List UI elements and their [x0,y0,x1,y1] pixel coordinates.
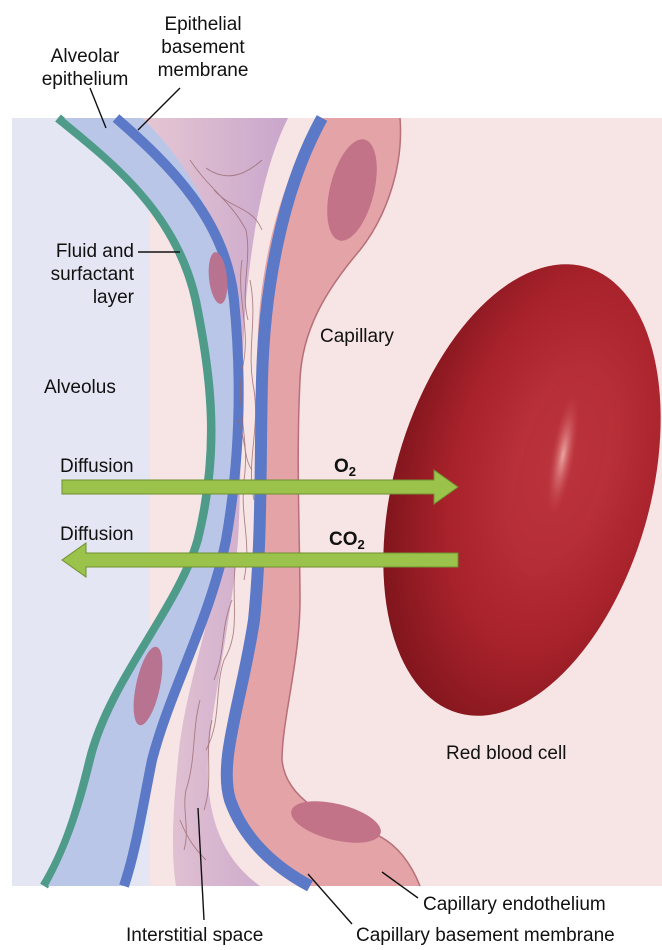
o2-label-sub: 2 [348,464,357,479]
diffusion-in-label: Diffusion [60,456,134,477]
interstitial-space-label: Interstitial space [126,925,264,946]
endothelial-nucleus-upper [327,139,377,241]
alveolar-epithelium-layer [48,118,235,886]
alveolar-epithelium-label: Alveolar epithelium [28,45,142,91]
co2-label-sub: 2 [357,537,365,552]
epithelial-basement-membrane-label-line1: Epithelial [164,14,242,35]
capillary-basement-membrane-label: Capillary basement membrane [356,925,615,946]
epithelial-basement-membrane-label: Epithelial basement membrane [140,13,266,82]
o2-label: O2 [334,455,356,478]
co2-diffusion-arrow [61,542,459,578]
fluid-surfactant-layer [40,114,216,889]
capillary-endothelium-label: Capillary endothelium [423,894,606,915]
interstitial-fibers [179,159,263,861]
epithelial-nucleus-lower [133,646,163,726]
capillary-label: Capillary [320,326,394,347]
red-blood-cell-highlight [547,393,579,517]
diffusion-out-label: Diffusion [60,524,134,545]
alveolar-epithelium-label-line1: Alveolar [50,46,120,67]
epithelial-basement-membrane-label-line3: membrane [157,60,249,81]
epithelial-nucleus-upper [208,252,228,304]
co2-label: CO2 [329,528,365,551]
fluid-surfactant-label-line3: layer [92,287,134,308]
leader-lines [89,87,419,925]
o2-label-base: O [334,456,349,477]
fluid-surfactant-label-line1: Fluid and [55,241,134,262]
red-blood-cell-label: Red blood cell [446,743,567,764]
fluid-surfactant-label: Fluid and surfactant layer [18,240,134,309]
o2-diffusion-arrow [61,469,459,505]
capillary-basement-membrane-layer [220,115,328,892]
co2-label-base: CO [329,529,358,550]
epithelial-basement-membrane-label-line2: basement [161,37,245,58]
epithelial-basement-membrane-layer [112,114,244,888]
endothelial-nucleus-lower [291,801,381,843]
fluid-surfactant-label-line2: surfactant [50,264,134,285]
alveolus-label: Alveolus [44,377,116,398]
alveolar-epithelium-label-line2: epithelium [41,69,129,90]
